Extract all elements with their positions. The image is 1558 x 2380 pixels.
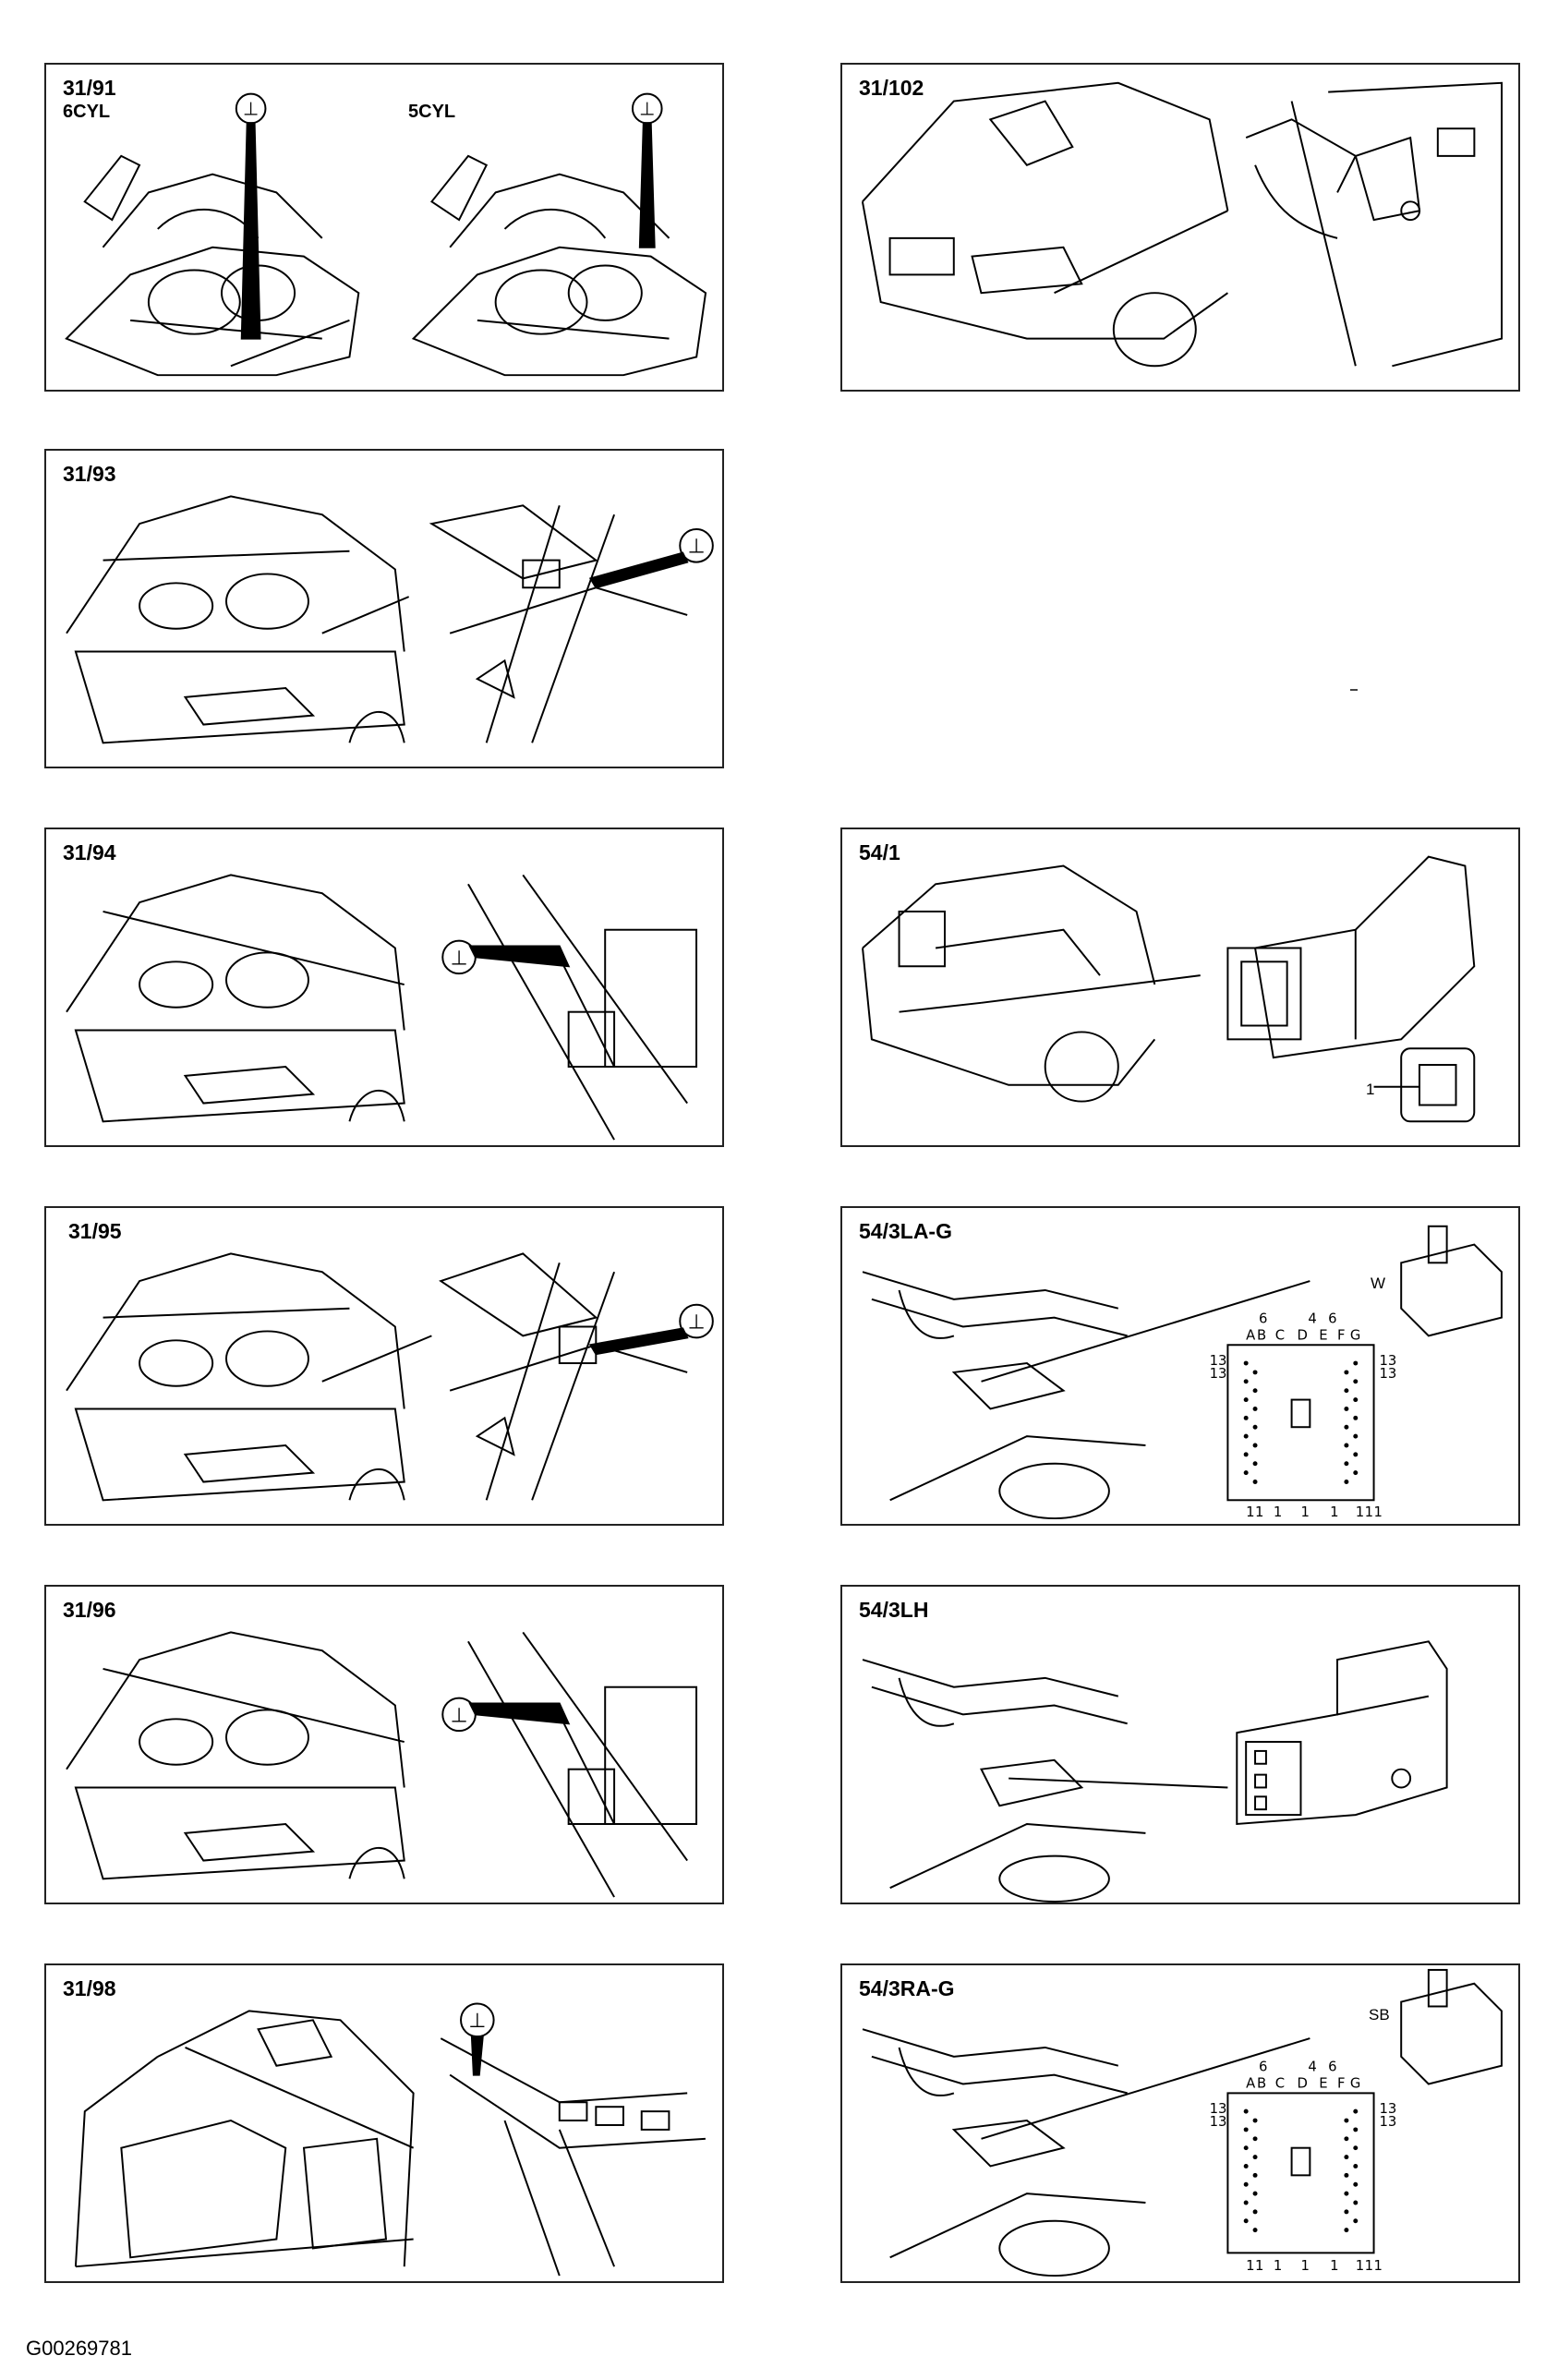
stray-mark	[1350, 689, 1358, 691]
panel-54-3la-g: 54/3LA-G W	[840, 1206, 1520, 1526]
svg-text:1: 1	[1255, 1504, 1263, 1520]
svg-text:13: 13	[1210, 2101, 1227, 2117]
svg-text:13: 13	[1379, 2114, 1396, 2130]
svg-text:1: 1	[1365, 1504, 1373, 1520]
svg-text:⊥: ⊥	[639, 98, 655, 119]
svg-text:1: 1	[1300, 2258, 1309, 2274]
panel-54-3lh: 54/3LH	[840, 1585, 1520, 1904]
panel-title: 54/3RA-G	[859, 1976, 955, 2000]
svg-text:6: 6	[1328, 1311, 1336, 1327]
svg-text:B: B	[1257, 1327, 1266, 1343]
roof-ground-illustration: ⊥	[74, 2002, 706, 2277]
svg-text:13: 13	[1210, 1366, 1227, 1382]
svg-text:1: 1	[1374, 1504, 1383, 1520]
panel-31-98: 31/98 ⊥	[44, 1963, 724, 2283]
svg-text:1: 1	[1330, 1504, 1338, 1520]
svg-text:E: E	[1319, 2075, 1327, 2091]
svg-text:1: 1	[1374, 2258, 1383, 2274]
svg-text:4: 4	[1308, 1311, 1316, 1327]
svg-text:A: A	[1246, 2075, 1256, 2091]
svg-text:D: D	[1298, 2075, 1308, 2091]
svg-text:13: 13	[1210, 2114, 1227, 2130]
svg-text:⊥: ⊥	[451, 947, 468, 970]
ground-point-illustration: ⊥	[66, 495, 714, 744]
svg-text:⊥: ⊥	[243, 98, 259, 119]
svg-text:C: C	[1275, 2075, 1285, 2091]
panel-31-96: 31/96 ⊥	[44, 1585, 724, 1904]
ground-point-illustration: ⊥	[66, 1252, 714, 1502]
svg-text:13: 13	[1379, 1366, 1396, 1382]
svg-text:1: 1	[1365, 2258, 1373, 2274]
panel-54-1: 54/1 1	[840, 828, 1520, 1147]
panel-title: 31/94	[63, 840, 116, 864]
svg-text:6: 6	[1259, 1311, 1267, 1327]
label-5cyl: 5CYL	[408, 102, 456, 122]
svg-text:⊥: ⊥	[688, 1311, 706, 1334]
panel-31-91: 31/91 6CYL 5CYL ⊥	[44, 63, 724, 392]
ground-point-illustration: ⊥	[66, 1631, 698, 1898]
panel-title: 31/93	[63, 462, 116, 486]
svg-text:1: 1	[1356, 1504, 1364, 1520]
tag-w: W	[1371, 1275, 1386, 1292]
svg-text:D: D	[1298, 1327, 1308, 1343]
pin-label: 1	[1366, 1081, 1375, 1098]
tag-sb: SB	[1369, 2006, 1390, 2024]
svg-text:6: 6	[1259, 2060, 1267, 2075]
svg-text:1: 1	[1246, 1504, 1254, 1520]
svg-text:⊥: ⊥	[468, 2010, 486, 2033]
panel-31-95: 31/95 ⊥	[44, 1206, 724, 1526]
harness-connector-illustration	[862, 1640, 1448, 1903]
ground-point-illustration: ⊥	[66, 874, 698, 1141]
engine-bay-illustration: ⊥ ⊥	[65, 92, 707, 377]
label-6cyl: 6CYL	[63, 102, 111, 122]
svg-text:1: 1	[1274, 1504, 1282, 1520]
svg-text:E: E	[1319, 1327, 1327, 1343]
svg-text:4: 4	[1308, 2060, 1316, 2075]
svg-text:A: A	[1246, 1327, 1256, 1343]
panel-title: 31/95	[68, 1219, 122, 1243]
panel-31-102: 31/102	[840, 63, 1520, 392]
svg-text:F: F	[1337, 2075, 1346, 2091]
svg-text:F: F	[1337, 1327, 1346, 1343]
svg-text:G: G	[1350, 1327, 1360, 1343]
svg-text:1: 1	[1300, 1504, 1309, 1520]
svg-text:⊥: ⊥	[451, 1704, 468, 1727]
panel-title: 31/98	[63, 1976, 116, 2000]
connector-illustration	[862, 855, 1476, 1123]
panel-54-3ra-g: 54/3RA-G SB	[840, 1963, 1520, 2283]
panel-31-94: 31/94 ⊥	[44, 828, 724, 1147]
svg-text:1: 1	[1255, 2258, 1263, 2274]
svg-text:G: G	[1350, 2075, 1360, 2091]
pin-grid-dots	[1243, 2108, 1359, 2233]
figure-id: G00269781	[26, 2337, 132, 2360]
svg-text:C: C	[1275, 1327, 1285, 1343]
svg-text:13: 13	[1379, 1353, 1396, 1369]
panel-title: 31/96	[63, 1598, 116, 1622]
panel-title: 54/3LH	[859, 1598, 929, 1622]
svg-text:1: 1	[1330, 2258, 1338, 2274]
panel-title: 54/1	[859, 840, 900, 864]
panel-title: 31/102	[859, 76, 924, 100]
front-ground-illustration	[861, 81, 1504, 368]
panel-title: 31/91	[63, 76, 116, 100]
svg-text:1: 1	[1246, 2258, 1254, 2274]
pin-grid-dots	[1243, 1360, 1359, 1485]
svg-text:B: B	[1257, 2075, 1266, 2091]
svg-text:13: 13	[1210, 1353, 1227, 1369]
panel-31-93: 31/93 ⊥	[44, 449, 724, 768]
svg-text:1: 1	[1274, 2258, 1282, 2274]
svg-text:6: 6	[1328, 2060, 1336, 2075]
svg-text:1: 1	[1356, 2258, 1364, 2274]
svg-text:⊥: ⊥	[688, 536, 706, 559]
panel-title: 54/3LA-G	[859, 1219, 952, 1243]
svg-text:13: 13	[1379, 2101, 1396, 2117]
